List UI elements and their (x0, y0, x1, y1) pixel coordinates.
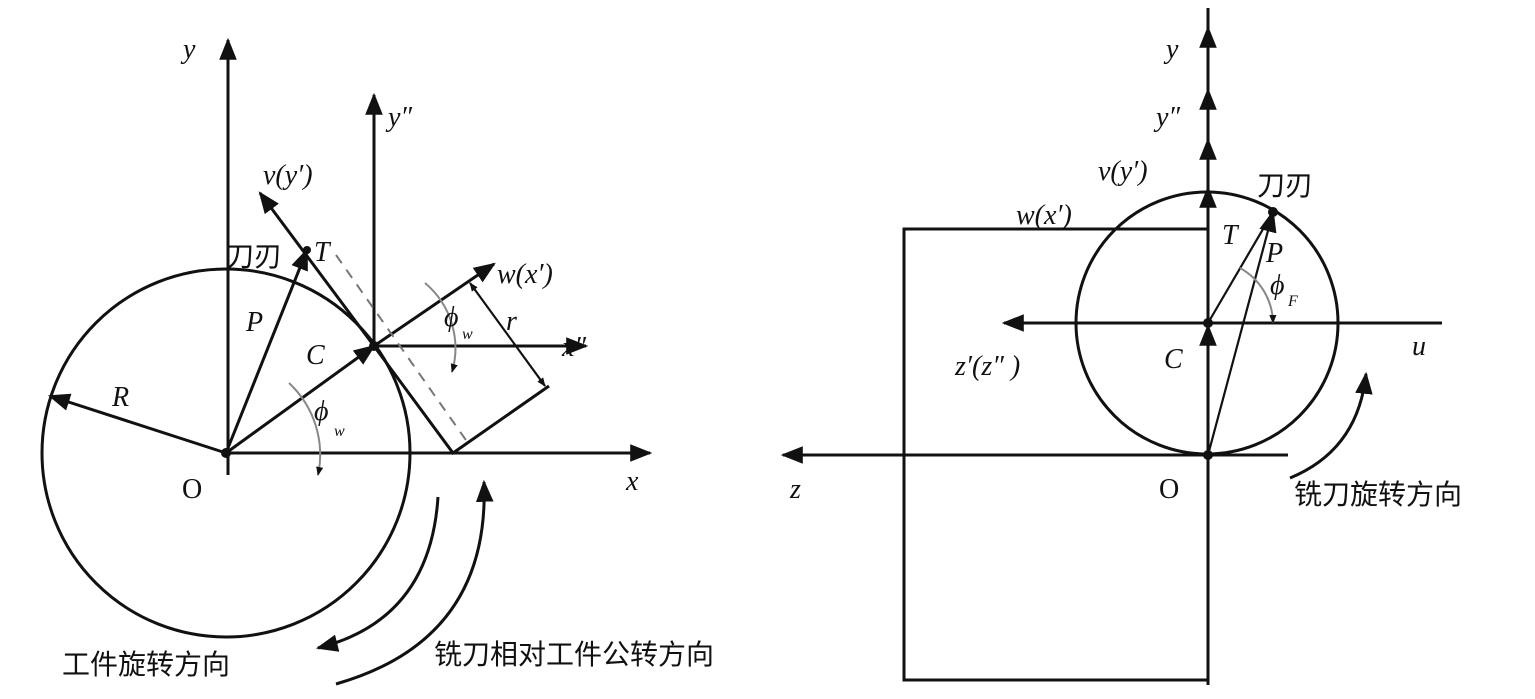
label-T: T (314, 237, 332, 268)
label-phi-w: ϕ (314, 396, 329, 427)
right-label-C: C (1164, 344, 1183, 375)
left-v-axis-label: v(y′) (263, 160, 313, 191)
point-O (221, 448, 231, 458)
left-y2-axis-label: y″ (385, 102, 412, 133)
label-P: P (245, 307, 263, 338)
left-diagram: y x y″ x″ v(y′) w(x′) R r P C T O ϕ w ϕ … (40, 34, 714, 686)
right-u-axis-label: u (1412, 331, 1426, 362)
right-diagram: y y″ v(y′) w(x′) u z z′(z″ ) T P C O ϕ F… (780, 8, 1462, 685)
right-point-C (1203, 318, 1213, 328)
right-y2-axis-label: y″ (1153, 102, 1180, 133)
cutter-revolution-arrow (335, 479, 494, 686)
radius-r (469, 282, 546, 387)
right-point-O (1203, 450, 1213, 460)
label-O: O (182, 474, 202, 505)
right-label-P: P (1265, 238, 1283, 269)
right-label-phi-F-sub: F (1287, 293, 1298, 310)
vector-C (225, 344, 376, 455)
cutter-outline (372, 345, 550, 456)
right-z2-axis-label: z′(z″ ) (954, 351, 1020, 382)
label-r: r (506, 306, 517, 337)
cutter-rotation-label: 铣刀旋转方向 (1294, 478, 1462, 511)
workpiece-rotation-arrow (315, 496, 440, 652)
vector-P (224, 247, 309, 454)
right-label-T: T (1222, 220, 1240, 251)
point-T (303, 246, 311, 254)
label-C: C (306, 340, 325, 371)
right-edge-label: 刀刃 (1257, 169, 1313, 202)
right-label-O: O (1159, 474, 1179, 505)
label-phi-w2-sub: w (462, 326, 473, 343)
left-v-axis (258, 191, 376, 347)
angle-arc-phi-F (1239, 267, 1277, 324)
right-label-phi-F: ϕ (1270, 270, 1285, 301)
angle-arc-phi-w (288, 382, 324, 476)
right-point-P (1268, 207, 1278, 217)
label-phi-w2: ϕ (444, 302, 459, 333)
left-w-axis (373, 262, 496, 348)
right-z-axis-label: z (789, 474, 801, 505)
left-edge-label: 刀刃 (226, 240, 282, 273)
radius-R (47, 393, 227, 455)
right-v-axis-label: v(y′) (1098, 156, 1148, 187)
right-vector-OP (1206, 209, 1277, 456)
label-R: R (111, 382, 129, 413)
cutter-revolution-label: 铣刀相对工件公转方向 (434, 638, 714, 671)
right-y-axis-label: y (1163, 34, 1179, 65)
cutter-dashed-edge (335, 254, 469, 444)
left-y-axis-label: y (180, 34, 196, 65)
angle-arc-phi-w2 (424, 282, 458, 373)
workpiece-rotation-label: 工件旋转方向 (62, 648, 230, 681)
left-w-axis-label: w(x′) (497, 259, 553, 290)
cutter-rotation-arrow (1289, 371, 1373, 480)
left-x2-axis-label: x″ (561, 332, 586, 363)
right-w-axis-label: w(x′) (1016, 200, 1072, 231)
label-phi-w-sub: w (334, 423, 345, 440)
left-x-axis-label: x (625, 466, 639, 497)
